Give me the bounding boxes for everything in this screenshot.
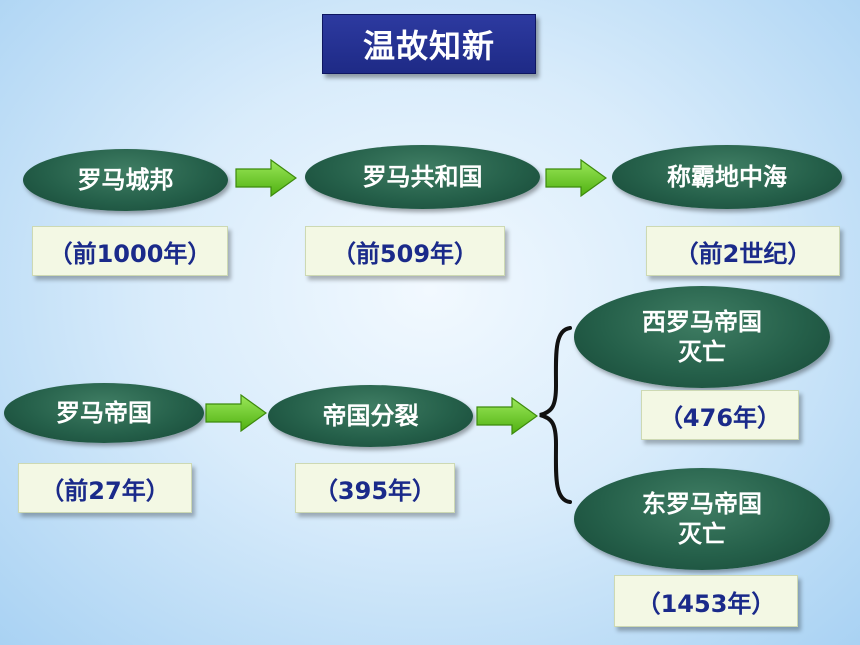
left-curly-brace — [539, 326, 572, 504]
node-eastern-empire-fall: 东罗马帝国 灭亡 — [574, 468, 830, 570]
right-arrow-icon — [476, 397, 538, 435]
node-dominate-mediterranean: 称霸地中海 — [612, 145, 842, 209]
date-dominate-mediterranean: （前2世纪） — [646, 226, 840, 276]
western-empire-label-line2: 灭亡 — [678, 338, 726, 366]
date-western-empire-fall: （476年） — [641, 390, 799, 440]
node-western-empire-fall: 西罗马帝国 灭亡 — [574, 286, 830, 388]
node-roman-city-state: 罗马城邦 — [23, 149, 228, 211]
node-empire-split: 帝国分裂 — [268, 385, 473, 447]
node-roman-empire: 罗马帝国 — [4, 383, 204, 443]
slide-title: 温故知新 — [322, 14, 536, 74]
date-roman-republic: （前509年） — [305, 226, 505, 276]
eastern-empire-label-line2: 灭亡 — [678, 520, 726, 548]
date-empire-split: （395年） — [295, 463, 455, 513]
right-arrow-icon — [235, 159, 297, 197]
western-empire-label-line1: 西罗马帝国 — [642, 308, 762, 336]
eastern-empire-label-line1: 东罗马帝国 — [642, 490, 762, 518]
date-roman-empire: （前27年） — [18, 463, 192, 513]
date-roman-city-state: （前1000年） — [32, 226, 228, 276]
right-arrow-icon — [205, 394, 267, 432]
node-roman-republic: 罗马共和国 — [305, 145, 540, 209]
right-arrow-icon — [545, 159, 607, 197]
date-eastern-empire-fall: （1453年） — [614, 575, 798, 627]
